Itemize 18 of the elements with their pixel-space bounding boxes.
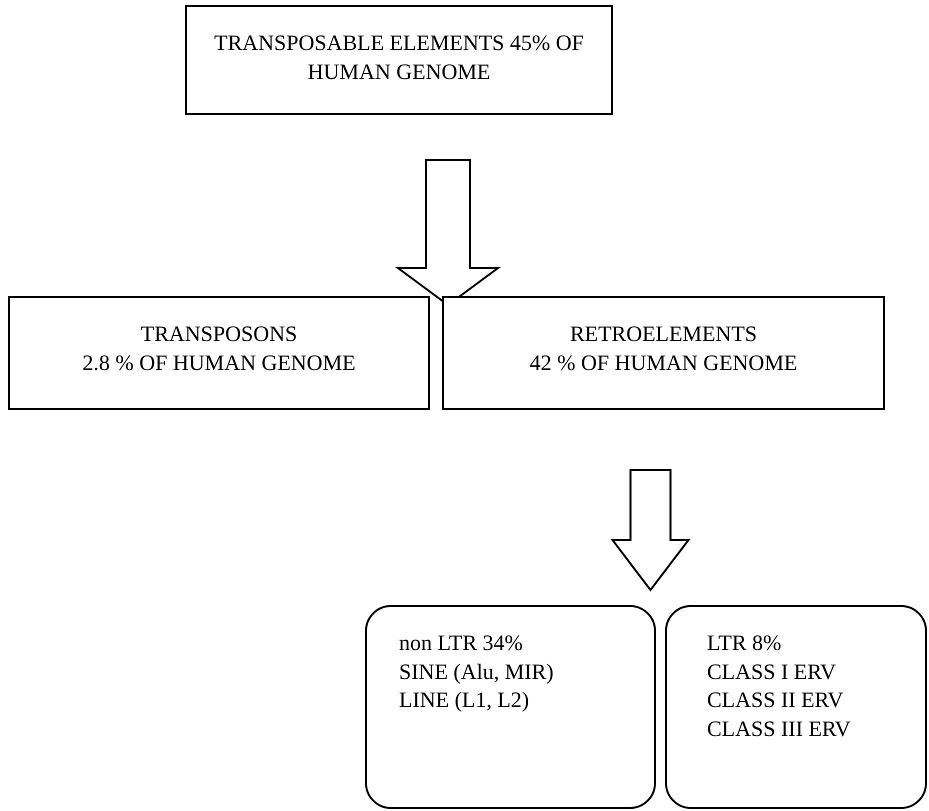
- node-text: LINE (L1, L2): [399, 686, 530, 714]
- node-text: SINE (Alu, MIR): [399, 658, 555, 686]
- process-box: [185, 5, 613, 115]
- node-text: CLASS III ERV: [707, 714, 852, 743]
- node-text: non LTR 34%: [399, 629, 524, 657]
- node-text: RETROELEMENTS: [569, 320, 758, 348]
- node-text: LTR 8%: [707, 629, 782, 657]
- node-text: 42 % OF HUMAN GENOME: [528, 348, 798, 377]
- node-text: TRANSPOSABLE ELEMENTS 45% OF HUMAN GENOME: [213, 29, 585, 86]
- rounded-box: [365, 605, 656, 809]
- node-text: 2.8 % OF HUMAN GENOME: [81, 348, 357, 377]
- block-arrow: [610, 469, 691, 592]
- process-box: [442, 296, 885, 410]
- node-text: CLASS I ERV: [707, 658, 838, 686]
- rounded-box: [665, 605, 927, 809]
- process-box: [8, 296, 430, 410]
- node-text: TRANSPOSONS: [140, 320, 298, 348]
- node-text: CLASS II ERV: [707, 686, 844, 714]
